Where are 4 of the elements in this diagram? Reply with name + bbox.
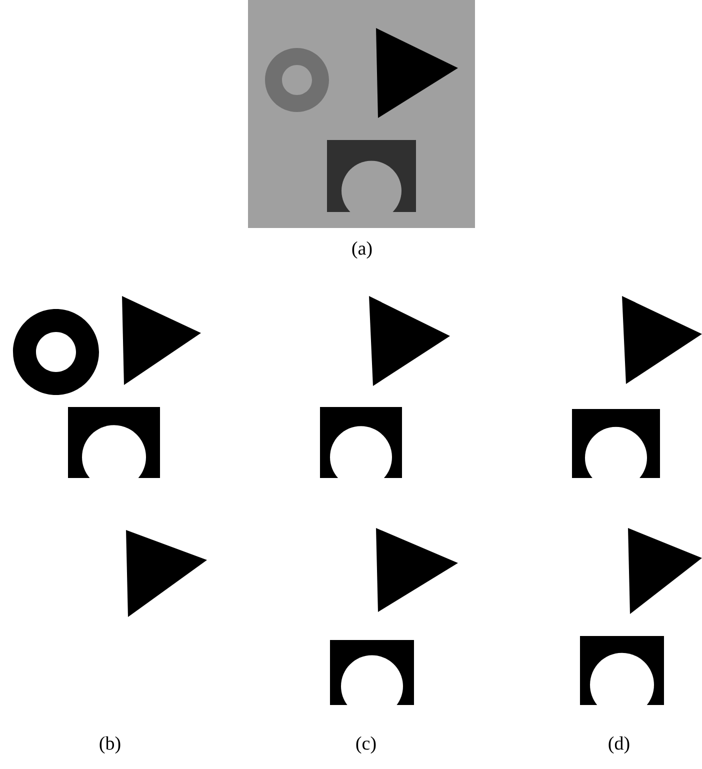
panel-label: (c) [356, 736, 376, 754]
panel-label: (b) [100, 736, 120, 754]
panel-label: (d) [608, 736, 630, 754]
panel-label: (a) [352, 241, 372, 259]
